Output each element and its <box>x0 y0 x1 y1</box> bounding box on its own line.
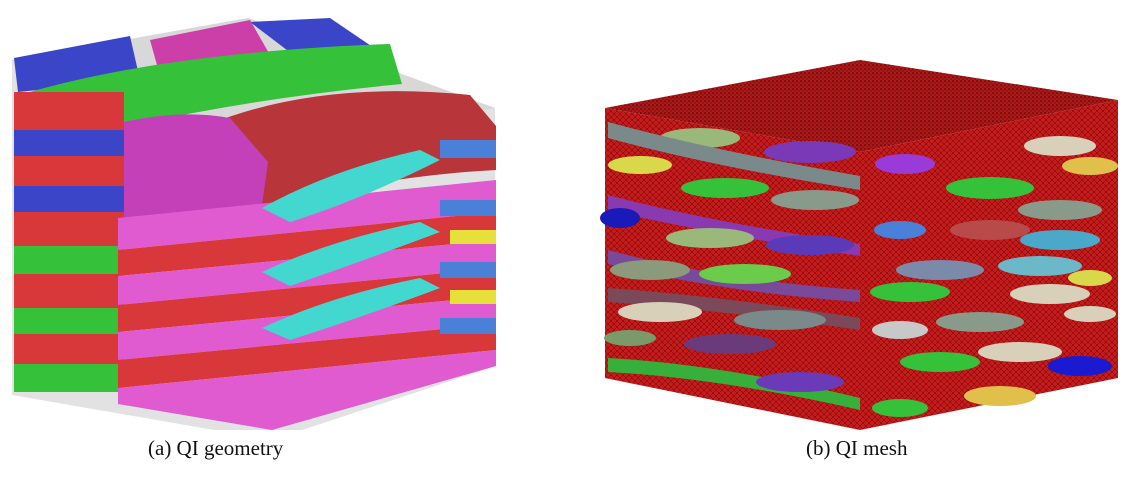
qi-geometry-render <box>12 18 496 430</box>
red-tow <box>210 91 496 210</box>
cyan-tow <box>262 150 440 222</box>
caption-b: (b) QI mesh <box>806 436 908 460</box>
right-face-tows <box>870 136 1118 417</box>
yellow-tow <box>450 290 496 304</box>
blue-tow <box>440 140 496 158</box>
blue-tow <box>440 262 496 278</box>
left-face-tows <box>600 122 860 410</box>
figure-qi-geometry: (a) QI geometry <box>0 0 560 479</box>
yellow-tow <box>450 230 496 244</box>
cyan-tow <box>262 278 440 340</box>
qi-mesh-render <box>600 60 1118 430</box>
blue-tow <box>440 318 496 334</box>
cyan-tow <box>262 222 440 286</box>
caption-a: (a) QI geometry <box>148 436 284 460</box>
blue-tow <box>440 200 496 216</box>
left-layer-stack <box>14 92 124 392</box>
mesh-top-face <box>605 60 1118 152</box>
front-layer-stack <box>118 180 496 430</box>
figure-qi-mesh: (b) QI mesh <box>560 0 1128 479</box>
